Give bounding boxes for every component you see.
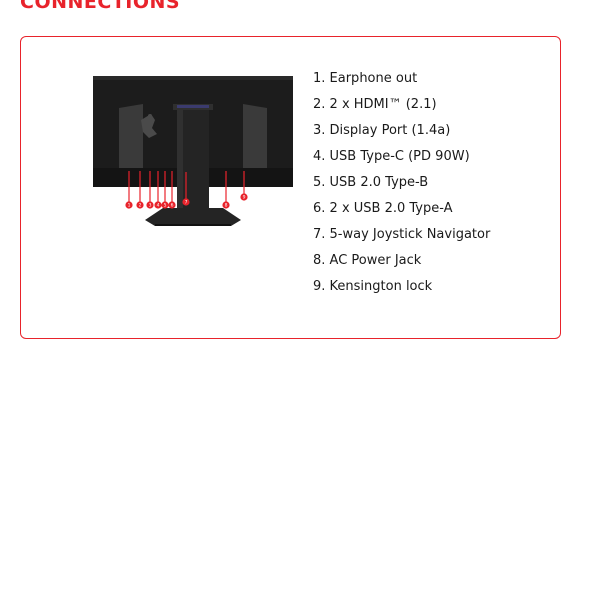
stand-base-edge	[155, 224, 231, 226]
connection-item: 7. 5-way Joystick Navigator	[313, 227, 491, 242]
callout-number: 7	[185, 200, 188, 206]
monitor-top-glow	[177, 105, 209, 108]
connection-item: 6. 2 x USB 2.0 Type-A	[313, 201, 453, 216]
callout-marker	[182, 198, 190, 206]
connection-list: 1. Earphone out 2. 2 x HDMI™ (2.1) 3. Disp…	[313, 66, 490, 300]
callout-number: 6	[171, 203, 174, 209]
monitor-top-edge	[93, 76, 293, 80]
callout-number: 2	[139, 203, 142, 209]
callout-marker	[161, 201, 169, 209]
connection-item: 2. 2 x HDMI™ (2.1)	[313, 97, 437, 112]
callout-marker	[168, 201, 176, 209]
callout-number: 4	[157, 203, 160, 209]
connection-item: 8. AC Power Jack	[313, 253, 422, 268]
callout-marker	[136, 201, 144, 209]
callout-number: 5	[164, 203, 167, 209]
callout-marker	[240, 193, 248, 201]
connection-item: 3. Display Port (1.4a)	[313, 123, 451, 138]
connection-item: 5. USB 2.0 Type-B	[313, 175, 429, 190]
msi-dragon-logo	[141, 114, 157, 138]
callout-marker	[154, 201, 162, 209]
callout-number: 3	[149, 203, 152, 209]
section-title: CONNECTIONS	[20, 0, 181, 13]
stand-neck-shade	[177, 110, 183, 210]
callout-number: 8	[225, 203, 228, 209]
callout-marker	[125, 201, 133, 209]
callout-marker	[222, 201, 230, 209]
monitor-right-panel	[243, 104, 267, 168]
connection-item: 9. Kensington lock	[313, 279, 433, 294]
callout-number: 1	[128, 203, 131, 209]
callout-number: 9	[243, 195, 246, 201]
stand-base	[145, 208, 241, 226]
connection-item: 4. USB Type-C (PD 90W)	[313, 149, 470, 164]
callout-marker	[146, 201, 154, 209]
monitor-left-panel	[119, 104, 143, 168]
connection-item: 1. Earphone out	[313, 71, 418, 86]
